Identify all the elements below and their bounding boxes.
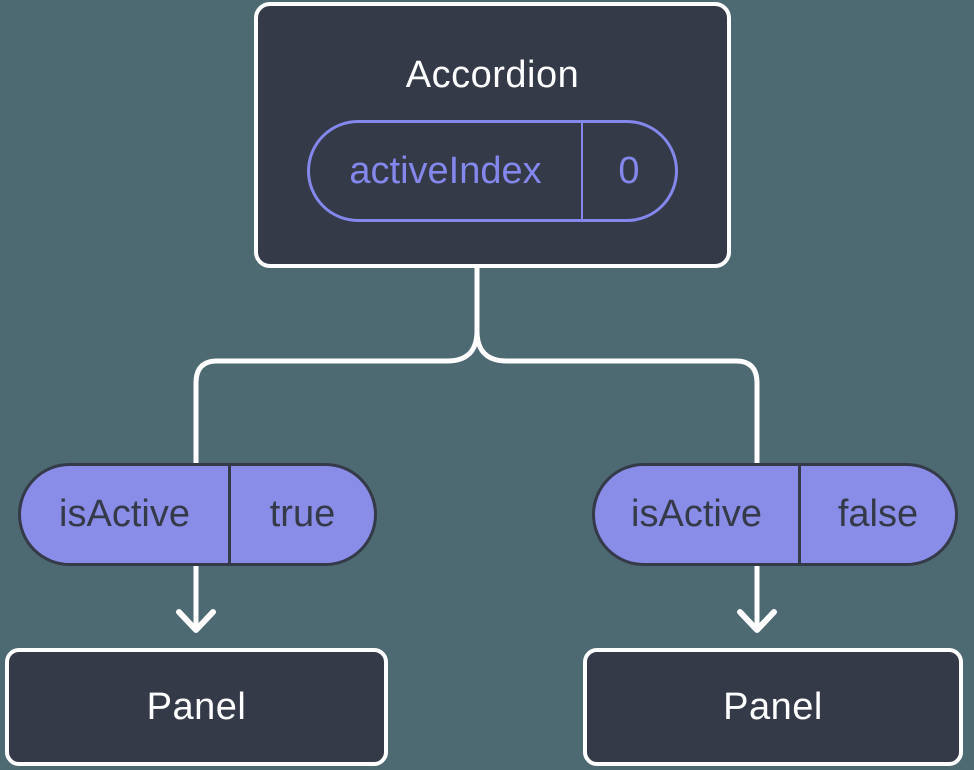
arrow-head — [176, 609, 216, 633]
arrow-down-icon — [176, 562, 216, 633]
accordion-node: Accordion activeIndex 0 — [254, 2, 731, 268]
prop-value-label: true — [269, 493, 336, 535]
prop-name-label: isActive — [595, 466, 801, 563]
panel-node-left: Panel — [5, 648, 388, 766]
panel-node-title: Panel — [146, 686, 247, 728]
panel-node-right: Panel — [583, 648, 963, 766]
state-name-label: activeIndex — [310, 123, 583, 219]
state-value-label: 0 — [618, 149, 640, 192]
accordion-node-title: Accordion — [405, 54, 580, 96]
panel-node-title: Panel — [723, 686, 823, 728]
fork-connector — [193, 264, 760, 466]
prop-pill-isactive-true: isActive true — [18, 463, 377, 566]
prop-value-label: false — [837, 493, 919, 535]
arrow-down-icon — [737, 562, 777, 633]
branch-line-left — [193, 264, 480, 466]
arrow-head — [737, 609, 777, 633]
branch-line-right — [474, 264, 760, 466]
prop-pill-isactive-false: isActive false — [592, 463, 958, 566]
prop-name-label: isActive — [21, 466, 231, 563]
state-pill: activeIndex 0 — [307, 120, 678, 222]
